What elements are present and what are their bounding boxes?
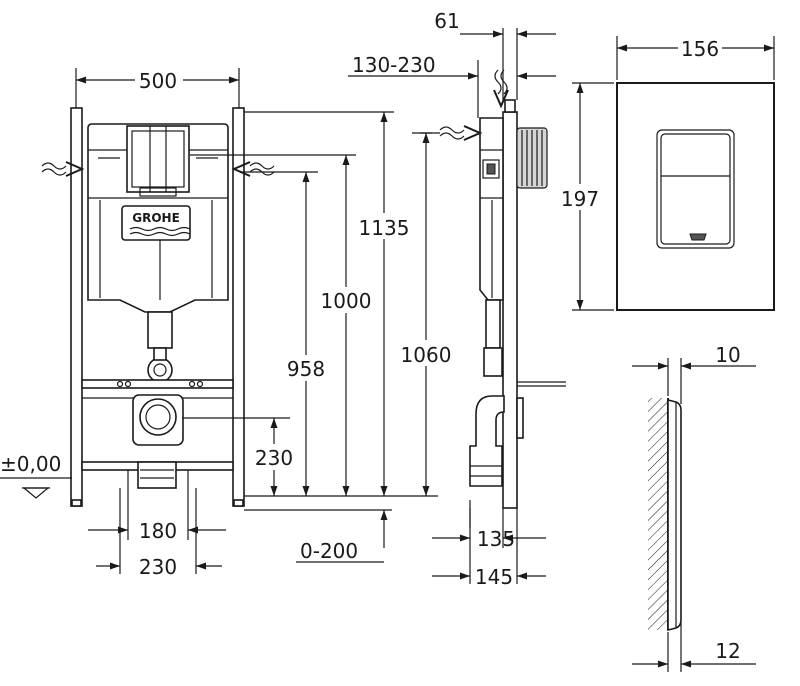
level-label: ±0,00 — [0, 452, 61, 476]
dim-500: 500 — [139, 69, 177, 93]
dim-958: 958 — [287, 357, 325, 381]
waste-outlet — [139, 398, 177, 436]
dim-180: 180 — [139, 519, 177, 543]
plate-view: 156 197 — [556, 34, 775, 311]
dim-130-230: 130-230 — [352, 53, 436, 77]
logo-plate — [121, 205, 191, 241]
dim-135: 135 — [477, 527, 515, 551]
plate-profile — [667, 398, 682, 632]
front-view: GROHE 500 — [0, 66, 438, 579]
logo-text: GROHE — [132, 211, 180, 225]
crossbar — [81, 379, 234, 389]
side-post — [502, 111, 518, 509]
dim-0-200: 0-200 — [300, 539, 358, 563]
flush-opening — [126, 125, 190, 193]
dim-1060: 1060 — [401, 343, 452, 367]
flush-pipe-ring — [147, 357, 173, 383]
dim-10: 10 — [715, 343, 740, 367]
plate-side-view: 10 12 — [632, 343, 756, 672]
flush-button — [656, 129, 735, 249]
dim-61: 61 — [434, 9, 459, 33]
dim-230-height: 230 — [255, 446, 293, 470]
dim-1000: 1000 — [321, 289, 372, 313]
dim-1135: 1135 — [359, 216, 410, 240]
dim-145: 145 — [475, 565, 513, 589]
flush-plate — [616, 82, 775, 311]
side-view: 61 130-230 1060 135 145 — [348, 9, 566, 589]
dim-230-width: 230 — [139, 555, 177, 579]
dim-197: 197 — [561, 187, 599, 211]
dim-12: 12 — [715, 639, 740, 663]
wall-hatch — [648, 398, 668, 630]
dim-156: 156 — [681, 37, 719, 61]
